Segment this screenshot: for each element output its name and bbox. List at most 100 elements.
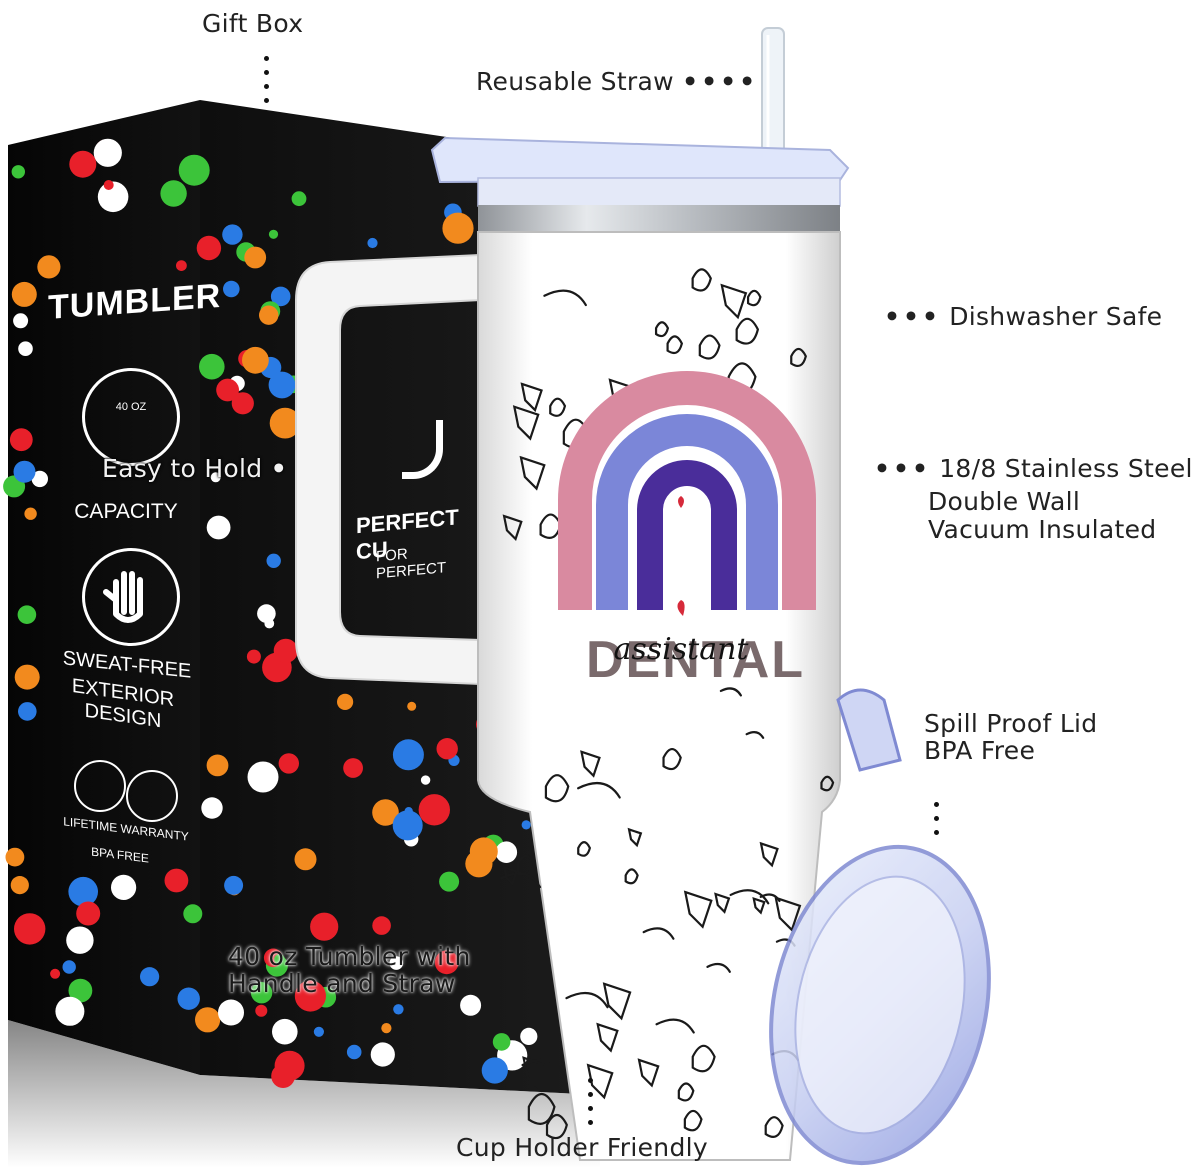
tumbler-doodle <box>691 268 712 292</box>
gift-box-dot-4 <box>264 98 269 103</box>
callout-steel: ••• 18/8 Stainless Steel <box>874 455 1193 483</box>
box-dot <box>216 378 240 402</box>
box-dot <box>310 912 339 941</box>
box-dot <box>246 649 261 664</box>
tumbler-doodle <box>735 317 760 345</box>
box-dot <box>68 978 93 1003</box>
box-dot <box>111 874 137 901</box>
callout-reusable-straw: Reusable Straw •••• <box>476 68 758 96</box>
tumbler-doodle <box>543 289 587 307</box>
box-dot <box>14 664 40 690</box>
tumbler-doodle <box>544 774 570 803</box>
box-dot <box>37 255 61 279</box>
tumbler-doodle <box>577 841 592 857</box>
box-dot <box>196 235 222 261</box>
tumbler-doodle <box>662 747 682 771</box>
box-dot <box>481 1057 508 1084</box>
tumbler-doodle <box>746 289 762 307</box>
box-dot <box>465 850 493 878</box>
box-dot <box>183 904 203 924</box>
tumbler-doodle <box>820 775 835 792</box>
tumbler-doodle <box>666 335 684 355</box>
box-dot <box>257 604 276 623</box>
box-dot <box>178 154 210 186</box>
box-dot <box>195 1007 221 1033</box>
steel-line3: Vacuum Insulated <box>928 515 1157 544</box>
box-dot <box>521 820 531 830</box>
tumbler-print-script: assistant <box>613 632 749 667</box>
box-dot <box>434 950 459 975</box>
capacity-icon: 40 OZ <box>82 368 180 466</box>
box-dot <box>140 967 160 987</box>
bpa-free-icon <box>74 760 126 812</box>
callout-easy-to-hold: Easy to Hold • <box>102 455 290 483</box>
box-dot <box>294 980 326 1012</box>
reusable-straw-label: Reusable Straw <box>476 67 674 96</box>
rainbow-print <box>558 371 816 616</box>
box-dot <box>313 1026 324 1037</box>
box-dot <box>160 180 187 207</box>
box-dot <box>11 165 25 179</box>
spare-lid <box>769 688 991 1166</box>
box-dot <box>17 605 37 624</box>
tumbler-doodle <box>774 896 802 932</box>
box-dot <box>68 876 98 907</box>
capacity-icon-text: 40 OZ <box>115 401 147 413</box>
box-dot <box>223 280 240 298</box>
box-dot <box>278 753 299 774</box>
steel-line1: 18/8 Stainless Steel <box>939 454 1193 483</box>
callout-cup-holder: Cup Holder Friendly <box>456 1133 708 1162</box>
box-dot <box>393 1004 404 1015</box>
tumbler-doodle <box>764 1116 784 1138</box>
reusable-straw-dots: •••• <box>682 67 759 96</box>
box-dot <box>372 916 391 935</box>
box-dot <box>55 996 85 1026</box>
box-dot <box>389 956 404 970</box>
lid-dot-2 <box>934 816 939 821</box>
box-dot <box>370 1042 395 1067</box>
box-dot <box>337 693 354 711</box>
box-dot <box>270 286 291 307</box>
tumbler-doodle <box>745 731 765 739</box>
tumbler-doodle <box>527 1092 556 1125</box>
tumbler-doodle <box>627 827 643 848</box>
box-dot <box>436 738 458 760</box>
box-dot <box>420 775 431 785</box>
gift-box-dot-3 <box>264 84 269 89</box>
box-dot <box>407 701 417 711</box>
box-dot <box>177 987 200 1010</box>
box-dot <box>231 392 254 415</box>
box-dot <box>460 994 482 1016</box>
box-dot <box>201 797 223 819</box>
box-dot <box>97 181 129 213</box>
tumbler-doodle <box>512 405 540 441</box>
lid-line1: Spill Proof Lid <box>924 709 1098 738</box>
capacity-label: CAPACITY <box>74 500 178 523</box>
tumbler-doodle <box>580 750 601 778</box>
tumbler-doodle <box>683 1109 703 1132</box>
box-dot <box>492 1033 511 1051</box>
box-dot <box>392 810 423 841</box>
box-dot <box>18 702 37 721</box>
tumbler-doodle <box>549 397 567 417</box>
box-dot <box>520 1027 538 1045</box>
easy-to-hold-label: Easy to Hold <box>102 454 263 483</box>
tumbler-doodle <box>655 1018 695 1034</box>
tumbler-lid <box>430 136 850 233</box>
tumbler-doodle <box>596 1022 619 1053</box>
box-dot <box>206 754 229 777</box>
box-dot <box>291 191 307 207</box>
cup-holder-dot-4 <box>588 1120 593 1125</box>
tumbler-doodle <box>577 781 621 799</box>
hand-icon <box>82 548 180 646</box>
box-dot <box>392 739 424 771</box>
box-dot <box>272 1018 298 1045</box>
box-dot <box>69 150 97 178</box>
tumbler-doodle <box>520 382 543 413</box>
tumbler-doodle <box>502 514 523 542</box>
box-dot <box>269 407 301 439</box>
tumbler-doodle <box>519 455 546 491</box>
box-dot <box>10 876 29 895</box>
box-dot <box>346 1044 362 1060</box>
